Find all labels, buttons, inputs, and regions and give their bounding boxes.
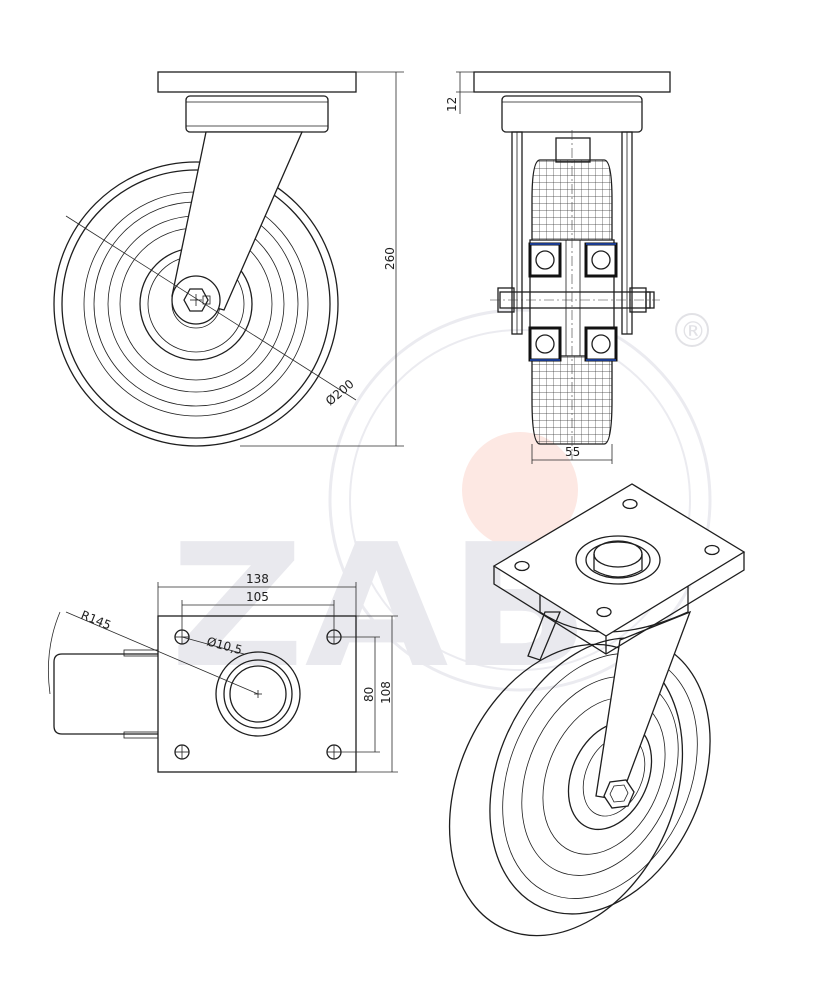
- fork-arm: [171, 131, 303, 311]
- top-plate-front: [473, 71, 671, 93]
- dim-plate-thickness: 12: [445, 97, 459, 112]
- iso-axle-nut: [603, 779, 635, 809]
- dim-swivel-radius: R145: [79, 608, 113, 633]
- bearings: [528, 242, 618, 362]
- watermark-dot: [462, 432, 578, 548]
- side-view: Ø200 260: [53, 71, 404, 447]
- isometric-view: [448, 483, 746, 937]
- dim-bolt-spacing-y: 80: [362, 687, 376, 702]
- dim-plate-width: 108: [379, 681, 393, 704]
- watermark-ring-outer: [328, 308, 712, 692]
- dim-plate-length: 138: [246, 572, 269, 586]
- dim-wheel-width: 55: [565, 445, 580, 459]
- swivel-head: [185, 95, 329, 133]
- dim-wheel-diameter: Ø200: [323, 377, 357, 409]
- swivel-head-front: [501, 95, 643, 133]
- center-boss-outer: [215, 651, 301, 737]
- dim-overall-height: 260: [383, 247, 397, 270]
- mounting-plate: [157, 615, 357, 773]
- watermark-ring-inner: [349, 329, 691, 671]
- registered-mark-circle: [675, 313, 709, 347]
- top-plate: [157, 71, 357, 93]
- front-section-view: 12: [445, 71, 671, 464]
- registered-mark: ®: [680, 317, 706, 347]
- dim-bolt-spacing-x: 105: [246, 590, 269, 604]
- watermark-brand-text: ZAB: [170, 508, 590, 706]
